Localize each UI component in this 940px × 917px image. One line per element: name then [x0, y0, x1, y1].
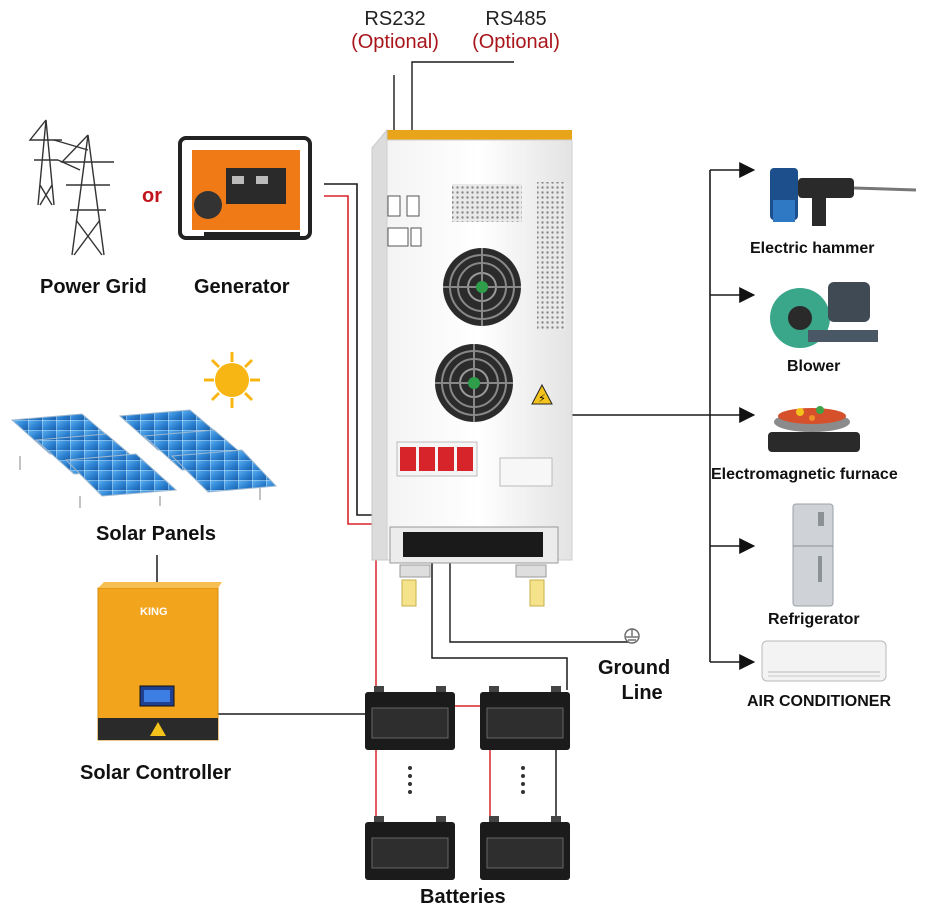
controller-brand: KING	[140, 606, 168, 618]
inverter-cabinet: ⚡	[371, 128, 573, 607]
or-label: or	[142, 185, 162, 207]
ground-wire	[449, 560, 640, 644]
battery-icon	[480, 686, 570, 750]
batteries-label: Batteries	[420, 886, 506, 908]
rs232-name: RS232	[364, 8, 426, 30]
rs485-name: RS485	[485, 8, 547, 30]
cooling-fan-icon	[435, 344, 513, 422]
rs232-label: RS232 (Optional)	[345, 8, 445, 54]
battery-icon	[365, 816, 455, 880]
rs485-optional: (Optional)	[472, 31, 560, 53]
load-label-refrigerator: Refrigerator	[768, 611, 860, 628]
svg-text:⚡: ⚡	[538, 392, 546, 405]
electric-hammer-icon	[770, 168, 917, 226]
solar-controller-icon	[97, 582, 222, 741]
solar-controller-label: Solar Controller	[80, 762, 232, 784]
solar-panels-label: Solar Panels	[96, 523, 217, 545]
warning-icon: ⚡	[531, 383, 553, 405]
ground-line-label: Ground Line	[598, 656, 670, 706]
circuit-breakers	[396, 441, 553, 487]
sun-icon	[204, 352, 260, 408]
furnace-icon	[768, 406, 860, 452]
solar-panels-icon	[10, 409, 278, 508]
power-grid-label: Power Grid	[40, 276, 147, 298]
load-label-air-conditioner: AIR CONDITIONER	[747, 693, 891, 710]
load-label-blower: Blower	[787, 358, 841, 375]
battery-icon	[480, 816, 570, 880]
rs485-label: RS485 (Optional)	[466, 8, 566, 54]
load-label-electric-hammer: Electric hammer	[750, 240, 875, 257]
air-conditioner-icon	[761, 640, 887, 682]
terminal-block	[389, 526, 559, 578]
cooling-fan-icon	[443, 248, 521, 326]
generator-icon	[178, 136, 312, 240]
power-grid-icon	[28, 119, 114, 256]
rs232-optional: (Optional)	[351, 31, 439, 53]
line-word: Line	[621, 682, 663, 704]
load-label-electromagnetic-furnace: Electromagnetic furnace	[711, 466, 898, 483]
battery-ellipsis	[408, 766, 525, 794]
blower-icon	[770, 282, 878, 348]
generator-label: Generator	[194, 276, 290, 298]
refrigerator-icon	[792, 503, 834, 607]
ground-word: Ground	[598, 657, 671, 679]
battery-icon	[365, 686, 455, 750]
